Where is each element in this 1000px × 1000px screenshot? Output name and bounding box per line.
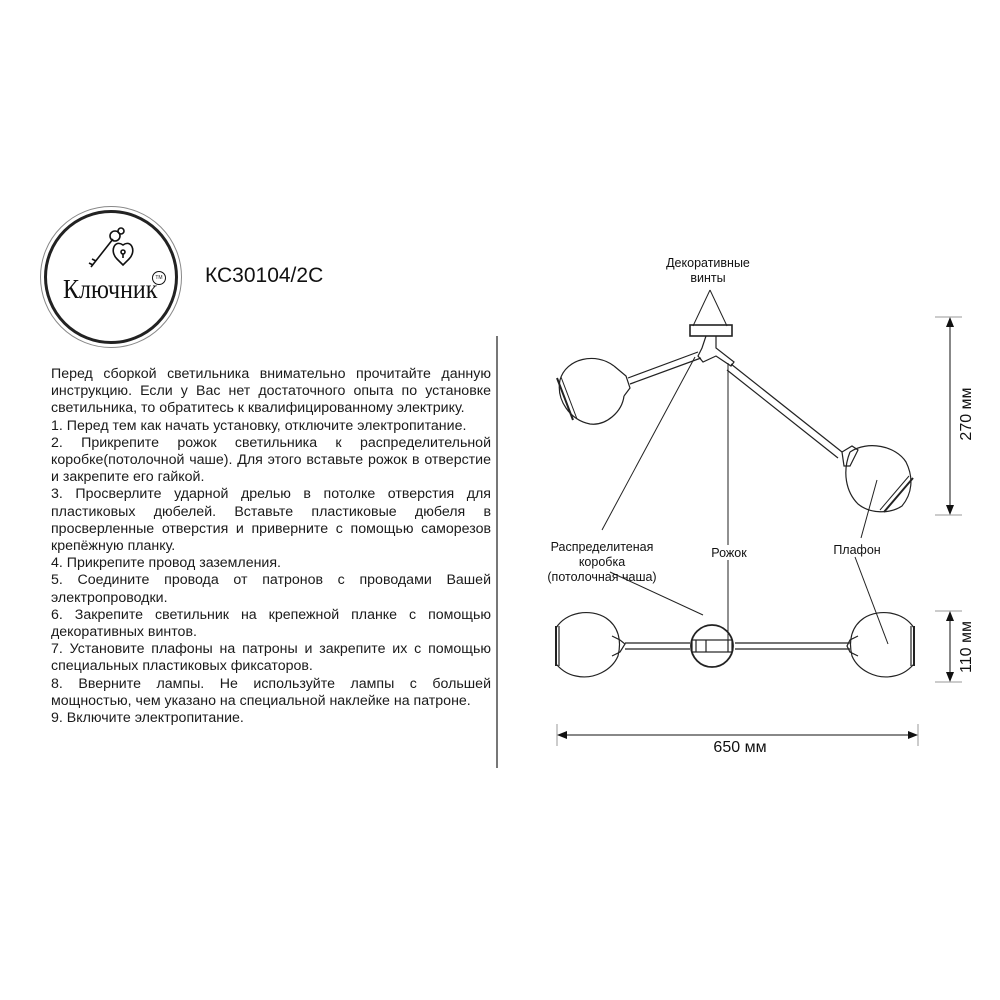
instruction-step-4: 4. Прикрепите провод заземления. (51, 555, 281, 572)
label-junction-box-line1: Распределитеная (550, 540, 654, 554)
label-arm: Рожок (711, 546, 747, 560)
model-number: КС30104/2С (205, 264, 324, 287)
dimension-height: 270 мм (958, 387, 975, 441)
dimension-width: 650 мм (713, 739, 767, 756)
column-divider (496, 336, 498, 768)
instruction-step-1: 1. Перед тем как начать установку, отклю… (51, 417, 467, 434)
instruction-step-7: 7. Установите плафоны на патроны и закре… (51, 641, 491, 675)
label-junction-box-line2: коробка (578, 555, 626, 569)
key-lock-icon (88, 227, 134, 268)
instruction-step-2: 2. Прикрепите рожок светильника к распре… (51, 434, 491, 486)
brand-logo: Ключник TM (40, 206, 182, 348)
instruction-step-9: 9. Включите электропитание. (51, 710, 244, 727)
instruction-step-5: 5. Соедините провода от патронов с прово… (51, 572, 491, 606)
dimension-depth: 110 мм (958, 621, 975, 673)
label-shade: Плафон (833, 543, 881, 557)
trademark-symbol: TM (152, 271, 166, 285)
label-junction-box-line3: (потолочная чаша) (547, 570, 657, 584)
label-decorative-screws: Декоративные винты (652, 256, 764, 286)
instructions-intro: Перед сборкой светильника внимательно пр… (51, 366, 491, 417)
instruction-step-6: 6. Закрепите светильник на крепежной пла… (51, 606, 491, 641)
logo-text: Ключник (63, 274, 158, 305)
label-decorative-screws-line2: винты (690, 271, 726, 285)
instructions-text: Перед сборкой светильника внимательно пр… (51, 366, 491, 727)
label-decorative-screws-line1: Декоративные (666, 256, 750, 270)
label-junction-box: Распределитеная коробка (потолочная чаша… (536, 540, 668, 585)
instruction-step-8: 8. Вверните лампы. Не используйте лампы … (51, 675, 491, 709)
instruction-step-3: 3. Просверлите ударной дрелью в потолке … (51, 486, 491, 555)
